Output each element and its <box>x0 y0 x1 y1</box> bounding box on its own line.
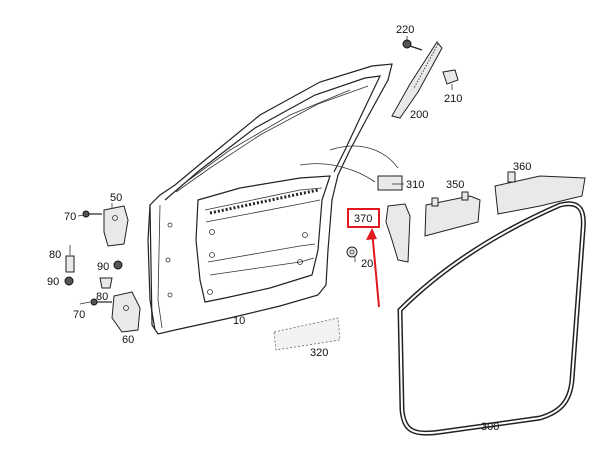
callout-80-left: 80 <box>49 249 61 261</box>
grommet-20 <box>346 246 358 258</box>
insulation-360 <box>494 171 586 215</box>
highlight-arrow-shaft <box>371 229 380 308</box>
callout-labels: 10 20 50 60 70 70 80 80 90 90 200 210 22… <box>47 24 531 433</box>
callout-320: 320 <box>310 347 328 359</box>
callout-60: 60 <box>122 334 134 346</box>
callout-50: 50 <box>110 192 122 204</box>
screw-220 <box>402 39 423 51</box>
highlight-370 <box>347 208 380 308</box>
pad-310 <box>377 175 403 191</box>
highlight-arrow-head <box>366 228 377 240</box>
screw-80-right <box>99 277 113 289</box>
lower-hinge-60 <box>111 291 141 333</box>
callout-360: 360 <box>513 161 531 173</box>
callout-200: 200 <box>410 109 428 121</box>
callout-310: 310 <box>406 179 424 191</box>
window-trim-200 <box>391 41 443 119</box>
callout-70-lower: 70 <box>73 309 85 321</box>
door-shell <box>147 63 399 335</box>
bolt-70-lower <box>90 298 112 306</box>
callout-350: 350 <box>446 179 464 191</box>
clip-210 <box>442 69 459 85</box>
bolt-70-upper <box>82 210 102 218</box>
callout-90-left: 90 <box>47 276 59 288</box>
callout-70-upper: 70 <box>64 211 76 223</box>
nut-90-right <box>113 260 123 270</box>
door-seal-300 <box>397 201 586 436</box>
callout-220: 220 <box>396 24 414 36</box>
nut-90-left <box>64 276 74 286</box>
screw-80-left <box>65 255 75 273</box>
callout-80-right: 80 <box>96 291 108 303</box>
callout-370: 370 <box>354 213 372 225</box>
callout-20: 20 <box>361 258 373 270</box>
callout-10: 10 <box>233 315 245 327</box>
upper-hinge-50 <box>103 205 129 247</box>
highlight-box <box>347 208 380 228</box>
leader-lines <box>69 36 453 305</box>
callout-90-right: 90 <box>97 261 109 273</box>
callout-300: 300 <box>481 421 499 433</box>
bracket-370 <box>385 203 411 263</box>
label-plate-320 <box>273 317 341 351</box>
callout-210: 210 <box>444 93 462 105</box>
insulation-350 <box>424 191 481 237</box>
